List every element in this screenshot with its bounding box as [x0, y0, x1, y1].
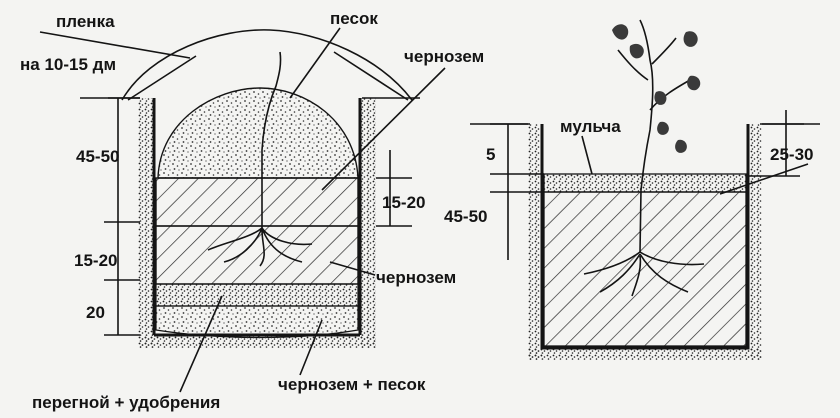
leaf-icon — [683, 31, 698, 47]
right-pit: мульча 5 45-50 25-30 — [444, 19, 820, 360]
leader-chernozem-top — [321, 67, 446, 191]
film-dome — [121, 29, 413, 101]
right-vine-branches — [617, 37, 691, 111]
right-soil-hatched — [543, 191, 747, 347]
mulch-layer — [543, 173, 747, 193]
vine-roots-left — [207, 227, 313, 267]
left-pit: пленка на 10-15 дм песок чернозем черноз… — [20, 9, 484, 412]
chernozem-top-layer — [155, 177, 359, 227]
leaf-icon — [657, 121, 669, 135]
leader-film — [39, 31, 191, 59]
leader-chernozem-mid — [329, 261, 376, 276]
right-pit-wall-right — [748, 124, 762, 360]
dim-label-bottom: 20 — [86, 303, 105, 322]
right-pit-outline — [540, 124, 750, 350]
dim-label-layer-left: 15-20 — [74, 251, 117, 270]
label-chernozem-sand: чернозем + песок — [278, 375, 426, 394]
label-film-height: на 10-15 дм — [20, 55, 116, 74]
leaf-icon — [654, 91, 667, 105]
leader-chernozem-sand — [299, 319, 323, 376]
humus-layer — [155, 283, 359, 307]
right-pit-bottom — [528, 348, 762, 360]
right-vine-roots — [583, 251, 705, 297]
vine-stem — [261, 51, 282, 228]
dim-label-right-total: 45-50 — [444, 207, 487, 226]
label-mulch: мульча — [560, 117, 621, 136]
pit-wall-right — [360, 98, 376, 348]
right-pit-wall-left — [528, 124, 542, 360]
pit-wall-left — [138, 98, 154, 348]
leaf-icon — [612, 24, 629, 40]
chernozem-sand-layer — [155, 305, 359, 339]
sand-mound — [157, 87, 359, 179]
label-chernozem-top: чернозем — [404, 47, 484, 66]
label-chernozem-mid: чернозем — [376, 268, 456, 287]
label-humus-fertilizer: перегной + удобрения — [32, 393, 220, 412]
right-vine-stem — [639, 19, 654, 253]
dim-label-layer-right: 15-20 — [382, 193, 425, 212]
label-film: пленка — [56, 12, 115, 31]
leader-sand — [289, 27, 341, 99]
chernozem-mid-layer — [155, 225, 359, 285]
leaf-icon — [629, 43, 644, 59]
dim-label-depth-total: 45-50 — [76, 147, 119, 166]
dim-label-right-depth: 25-30 — [770, 145, 813, 164]
label-sand: песок — [330, 9, 378, 28]
pit-bottom — [140, 335, 376, 348]
film-stake-left — [127, 55, 197, 101]
leaf-icon — [675, 139, 687, 153]
dim-label-mulch-depth: 5 — [486, 145, 495, 164]
film-stake-right — [333, 51, 409, 101]
leader-humus — [179, 295, 223, 393]
leader-mulch — [581, 135, 593, 175]
leader-right-depth — [719, 163, 809, 195]
leaf-icon — [687, 75, 701, 91]
